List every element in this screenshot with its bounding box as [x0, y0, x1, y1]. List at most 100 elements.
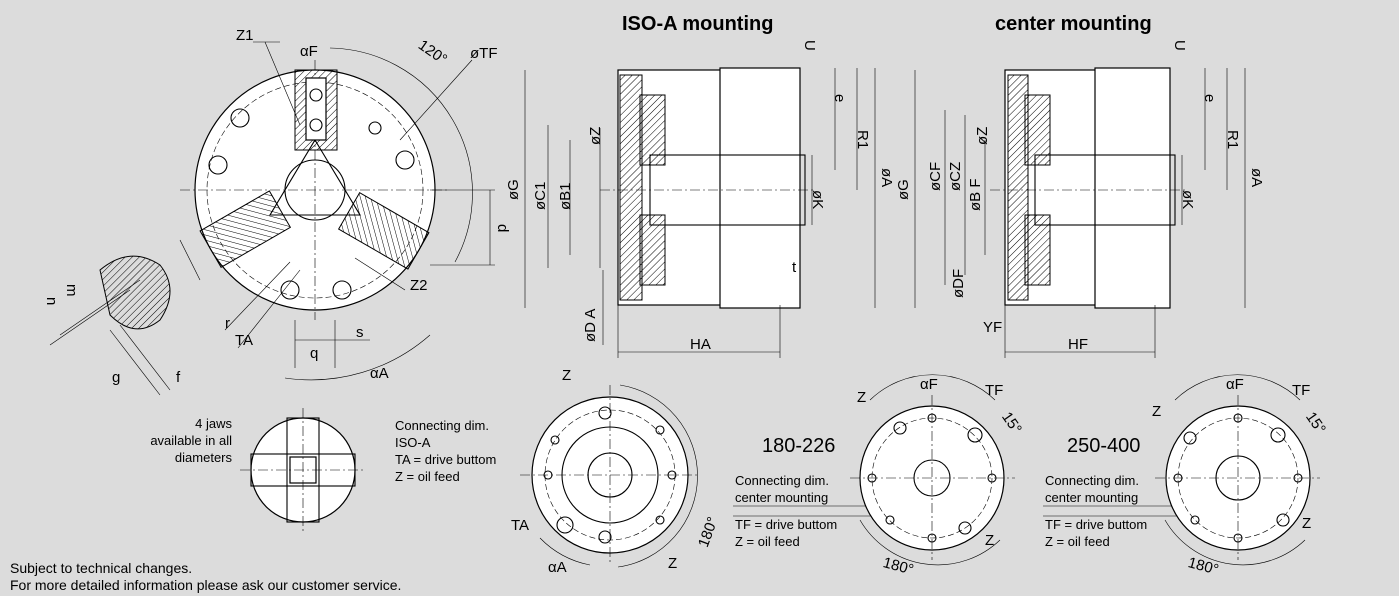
iso-label-g: øG	[505, 179, 522, 200]
jaw-right	[337, 191, 430, 270]
jaws-text-1: 4 jaws	[195, 416, 232, 431]
iso-front-text-3: TA = drive buttom	[395, 452, 496, 467]
iso-front-view	[520, 384, 700, 568]
iso-outline-body	[719, 67, 801, 309]
center-large-outline	[1165, 405, 1311, 551]
bolt-hole	[987, 473, 997, 483]
bolt-hole	[1293, 473, 1303, 483]
detail-line	[119, 324, 171, 391]
center-hatch-lower	[1024, 214, 1051, 286]
center-label-cz: øCZ	[947, 162, 964, 191]
bolt-hole	[550, 435, 560, 445]
iso-label-c1: øC1	[532, 182, 549, 210]
center-label-yf: YF	[983, 319, 1002, 336]
center-small-z-bottom: Z	[985, 532, 994, 549]
bolt-hole	[1233, 413, 1243, 423]
label-m: m	[63, 284, 80, 297]
center-small-15: 15°	[998, 409, 1025, 437]
iso-front-ta: TA	[511, 517, 529, 534]
iso-front-180-arc	[617, 384, 698, 568]
iso-hatch-lower	[639, 214, 666, 286]
label-angle-120: 120°	[415, 37, 450, 69]
center-outline-body	[1094, 67, 1171, 309]
detail-line	[59, 279, 141, 336]
oil-feed-hole	[893, 421, 907, 435]
center-label-bf: øB F	[967, 179, 984, 212]
mount-hole	[395, 150, 415, 170]
bolt-hole	[667, 470, 677, 480]
center-large-text-4: Z = oil feed	[1045, 534, 1110, 549]
drive-button	[1270, 427, 1286, 443]
iso-label-b1: øB1	[557, 182, 574, 210]
center-large-180: 180°	[1186, 554, 1220, 578]
jaw-top-slot	[305, 77, 327, 141]
iso-label-u: U	[801, 40, 818, 51]
center-small-text-3: TF = drive buttom	[735, 517, 837, 532]
iso-front-text-4: Z = oil feed	[395, 469, 460, 484]
center-large-15: 15°	[1302, 409, 1329, 437]
label-alpha-a: αA	[370, 365, 389, 382]
iso-label-z: øZ	[587, 127, 604, 145]
center-small-af: αF	[920, 376, 938, 393]
iso-front-text-2: ISO-A	[395, 435, 431, 450]
center-label-k: øK	[1179, 190, 1196, 209]
iso-front-180: 180°	[695, 515, 722, 550]
center-small-text-4: Z = oil feed	[735, 534, 800, 549]
label-g: g	[112, 369, 120, 386]
angle-120-arc	[329, 47, 473, 263]
mount-hole	[280, 280, 300, 300]
center-label-g: øG	[895, 179, 912, 200]
center-label-e: e	[1201, 94, 1218, 102]
center-large-z-top: Z	[1152, 403, 1161, 420]
heading-center-mounting: center mounting	[995, 13, 1152, 35]
center-label-r1: R1	[1224, 130, 1241, 149]
bolt-hole	[927, 413, 937, 423]
alpha-a-arc	[284, 334, 431, 381]
center-large-180-arc	[1164, 519, 1306, 566]
oil-feed-hole	[598, 406, 612, 420]
detail-line	[109, 329, 161, 396]
jaws-text-3: diameters	[175, 450, 233, 465]
bolt-hole	[655, 425, 665, 435]
mount-hole	[368, 121, 382, 135]
drive-button	[967, 427, 983, 443]
center-large-z-bottom: Z	[1302, 515, 1311, 532]
ta-leader	[237, 269, 301, 349]
drive-button	[556, 516, 574, 534]
jaw-bolt	[309, 118, 323, 132]
label-n: n	[43, 297, 60, 305]
iso-label-k: øK	[809, 190, 826, 209]
label-z1: Z1	[236, 27, 254, 44]
four-jaw-view	[240, 408, 366, 532]
center-small-180: 180°	[881, 554, 915, 578]
footer-line-2: For more detailed information please ask…	[10, 577, 402, 593]
bolt-hole	[1173, 473, 1183, 483]
mount-hole	[332, 280, 352, 300]
jaw-bolt	[309, 88, 323, 102]
z2-leader	[354, 257, 406, 291]
label-d: d	[494, 224, 511, 232]
center-small-tf: TF	[985, 382, 1003, 399]
jaw-left	[199, 190, 292, 269]
center-large-text-2: center mounting	[1045, 490, 1138, 505]
r-leader	[224, 261, 291, 331]
iso-front-z-top: Z	[562, 367, 571, 384]
center-large-af: αF	[1226, 376, 1244, 393]
jaw-dim	[179, 239, 201, 281]
footer-line-1: Subject to technical changes.	[10, 560, 193, 576]
label-alpha-f: αF	[300, 43, 318, 60]
iso-label-da: øD A	[582, 309, 599, 342]
oil-feed-hole	[958, 521, 972, 535]
label-z2: Z2	[410, 277, 428, 294]
iso-hatch-upper	[639, 94, 666, 166]
center-small-front-view	[850, 374, 1015, 566]
label-tf: øTF	[470, 45, 498, 62]
iso-label-r1: R1	[854, 130, 871, 149]
bolt-hole	[543, 470, 553, 480]
label-s: s	[356, 324, 364, 341]
iso-label-e: e	[831, 94, 848, 102]
bolt-hole	[927, 533, 937, 543]
tf-leader	[399, 59, 473, 141]
jaw-detail-view	[49, 255, 171, 396]
